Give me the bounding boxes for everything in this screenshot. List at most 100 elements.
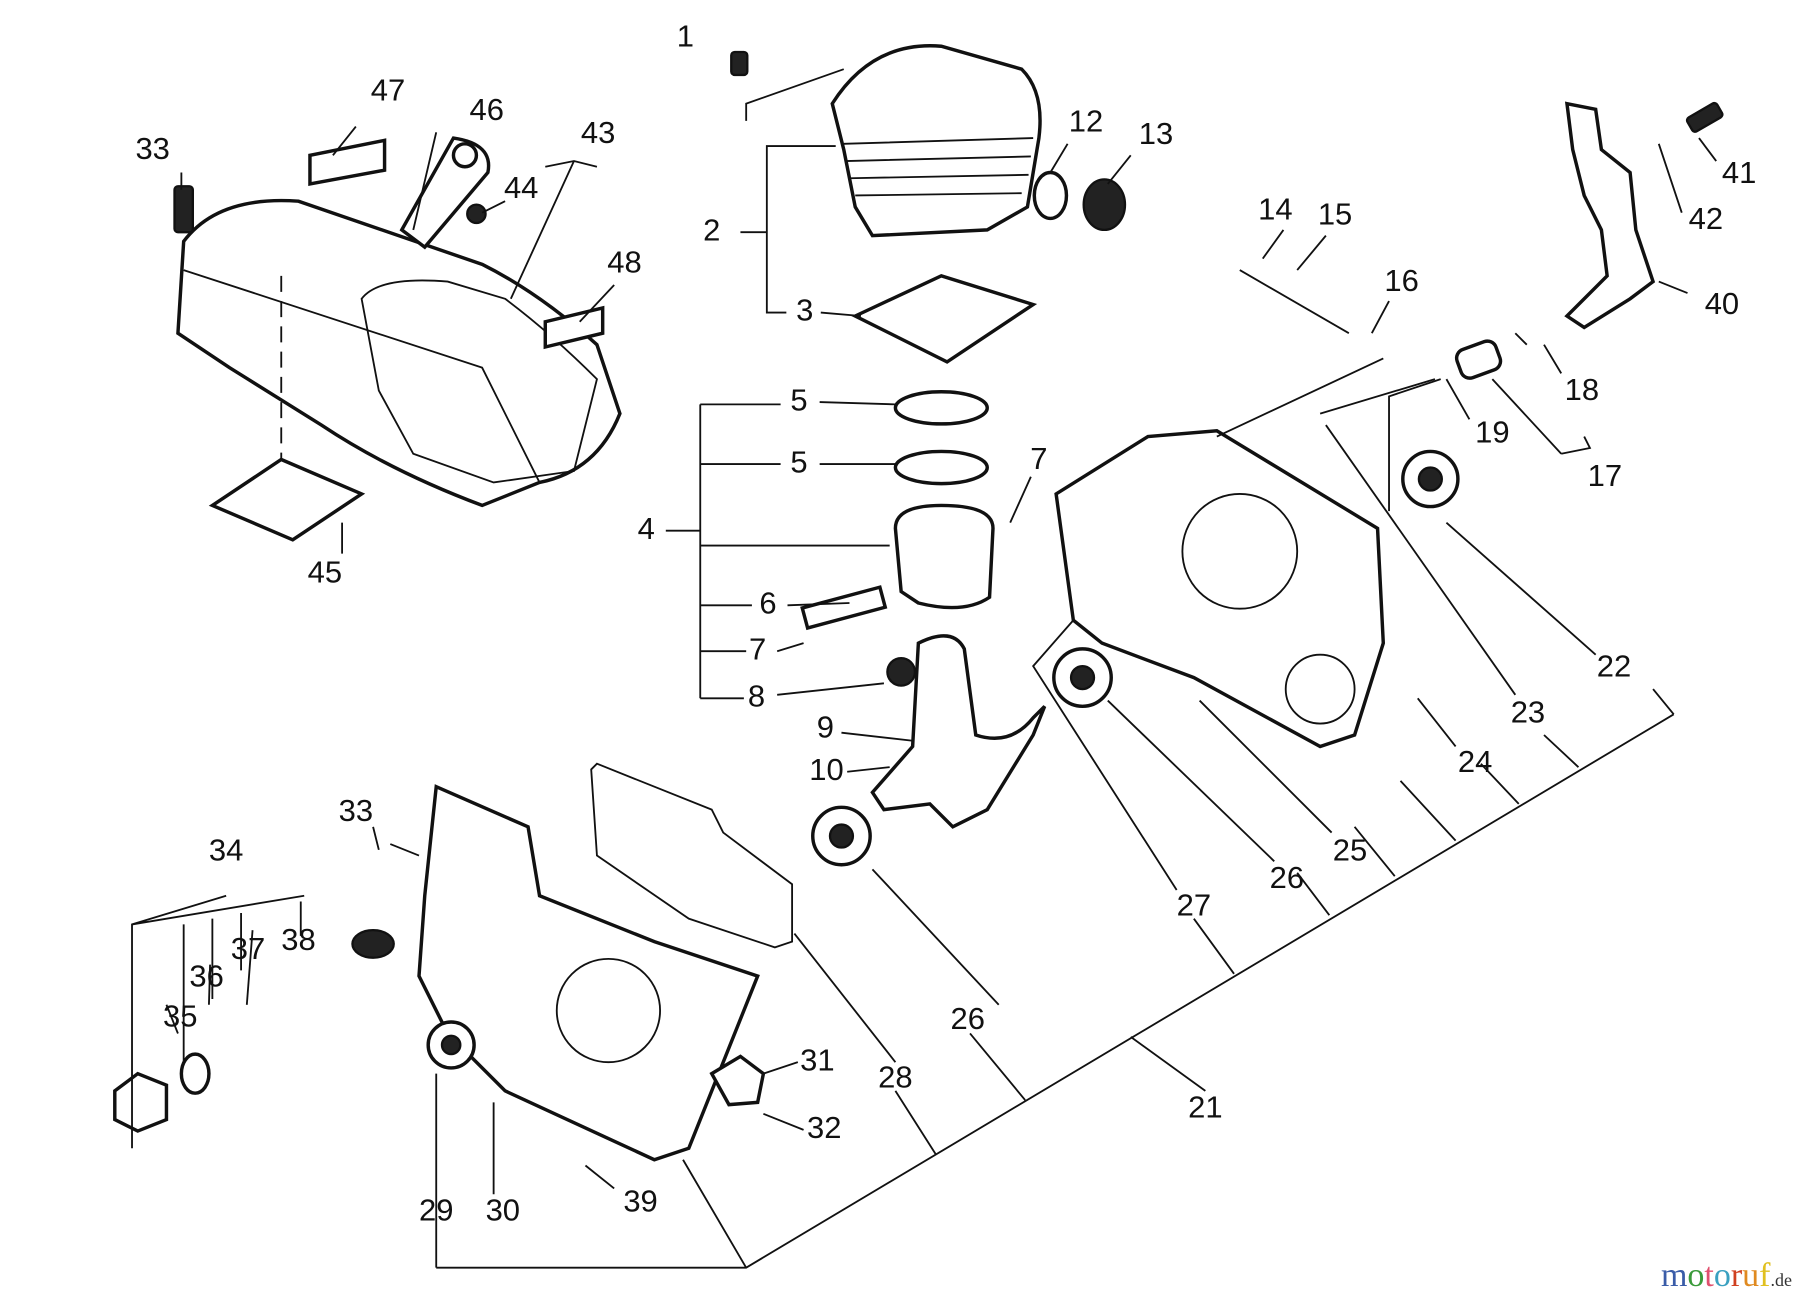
leader-line — [1032, 619, 1178, 891]
decal-47 — [308, 138, 387, 187]
part-label-31: 31 — [800, 1042, 834, 1077]
leader-line — [579, 284, 615, 323]
leader-line — [745, 68, 845, 121]
part-label-48: 48 — [607, 245, 641, 280]
leader-line — [165, 1004, 179, 1034]
leader-line — [1262, 229, 1285, 260]
leader-line — [841, 731, 913, 742]
leader-line — [412, 132, 438, 231]
part-label-28: 28 — [878, 1060, 912, 1095]
part-label-3: 3 — [796, 293, 813, 328]
part-label-15: 15 — [1318, 196, 1352, 231]
crankcase-left — [417, 784, 760, 1162]
part-label-16: 16 — [1384, 263, 1418, 298]
leader-line — [435, 688, 1675, 1269]
leader-line — [1657, 143, 1683, 213]
leader-line — [208, 964, 211, 1005]
leader-line — [665, 403, 890, 700]
part-label-36: 36 — [189, 959, 223, 994]
leader-line — [1049, 143, 1069, 173]
part-label-42: 42 — [1689, 201, 1723, 236]
gasket-3 — [851, 273, 1038, 364]
part-label-38: 38 — [281, 922, 315, 957]
part-label-47: 47 — [371, 72, 405, 107]
leader-line — [245, 930, 254, 1005]
part-label-40: 40 — [1705, 286, 1739, 321]
leader-line — [847, 766, 890, 773]
leader-line — [740, 145, 836, 314]
leader-line — [820, 311, 862, 317]
part-label-19: 19 — [1475, 414, 1509, 449]
part-label-5: 5 — [790, 444, 807, 479]
leader-line — [1107, 154, 1132, 185]
part-label-5: 5 — [790, 382, 807, 417]
part-label-26: 26 — [950, 1001, 984, 1036]
part-label-27: 27 — [1177, 887, 1211, 922]
part-label-4: 4 — [638, 511, 655, 546]
leader-line — [776, 602, 885, 696]
leader-line — [1445, 378, 1471, 420]
part-label-23: 23 — [1511, 695, 1545, 730]
part-label-14: 14 — [1258, 192, 1292, 227]
bumper-spike — [1564, 101, 1656, 330]
leader-line — [1325, 424, 1517, 696]
leader-line — [1371, 300, 1390, 334]
part-label-34: 34 — [209, 832, 243, 867]
o-ring-12 — [1032, 170, 1069, 221]
part-label-46: 46 — [470, 92, 504, 127]
part-label-21: 21 — [1188, 1089, 1222, 1124]
part-label-26: 26 — [1270, 860, 1304, 895]
part-label-37: 37 — [231, 931, 265, 966]
part-label-10: 10 — [809, 752, 843, 787]
part-label-7: 7 — [749, 631, 766, 666]
part-label-24: 24 — [1458, 744, 1492, 779]
part-label-25: 25 — [1333, 832, 1367, 867]
part-label-1: 1 — [677, 18, 694, 53]
part-label-43: 43 — [581, 115, 615, 150]
part-label-7: 7 — [1030, 441, 1047, 476]
leader-line — [1296, 235, 1327, 271]
leader-line — [1388, 378, 1592, 512]
part-label-12: 12 — [1069, 103, 1103, 138]
leader-line — [1009, 476, 1032, 524]
leader-line — [131, 894, 305, 1149]
part-label-32: 32 — [807, 1110, 841, 1145]
part-label-22: 22 — [1597, 649, 1631, 684]
top-cover — [176, 198, 622, 508]
leader-line — [332, 126, 357, 156]
part-label-30: 30 — [486, 1193, 520, 1228]
part-label-45: 45 — [308, 554, 342, 589]
part-label-18: 18 — [1565, 372, 1599, 407]
leader-line — [1417, 697, 1457, 748]
leader-lines — [131, 68, 1717, 1269]
part-label-2: 2 — [703, 212, 720, 247]
part-label-44: 44 — [504, 170, 538, 205]
watermark-logo: motoruf.de — [1660, 1257, 1792, 1294]
part-label-13: 13 — [1139, 116, 1173, 151]
crankcase-right — [1054, 429, 1386, 749]
piston-ring — [893, 449, 989, 486]
oil-cap — [113, 1071, 169, 1133]
leader-line — [871, 868, 1000, 1006]
part-label-8: 8 — [748, 678, 765, 713]
leader-line — [793, 933, 897, 1063]
decal-48 — [543, 305, 605, 350]
leader-line — [1514, 332, 1563, 374]
piston-ring — [893, 390, 989, 426]
part-label-33: 33 — [135, 131, 169, 166]
gasket-28 — [590, 762, 794, 949]
part-label-41: 41 — [1722, 155, 1756, 190]
leader-line — [1198, 699, 1333, 834]
part-label-33: 33 — [339, 793, 373, 828]
part-label-29: 29 — [419, 1193, 453, 1228]
parts-drawing — [113, 44, 1724, 1162]
leader-line — [1445, 521, 1597, 656]
leader-line — [763, 1112, 804, 1131]
leader-line — [1107, 699, 1275, 862]
leader-line — [1698, 137, 1717, 162]
leader-line — [763, 1061, 799, 1075]
intake-13 — [1082, 178, 1127, 232]
decal-45 — [208, 457, 366, 542]
